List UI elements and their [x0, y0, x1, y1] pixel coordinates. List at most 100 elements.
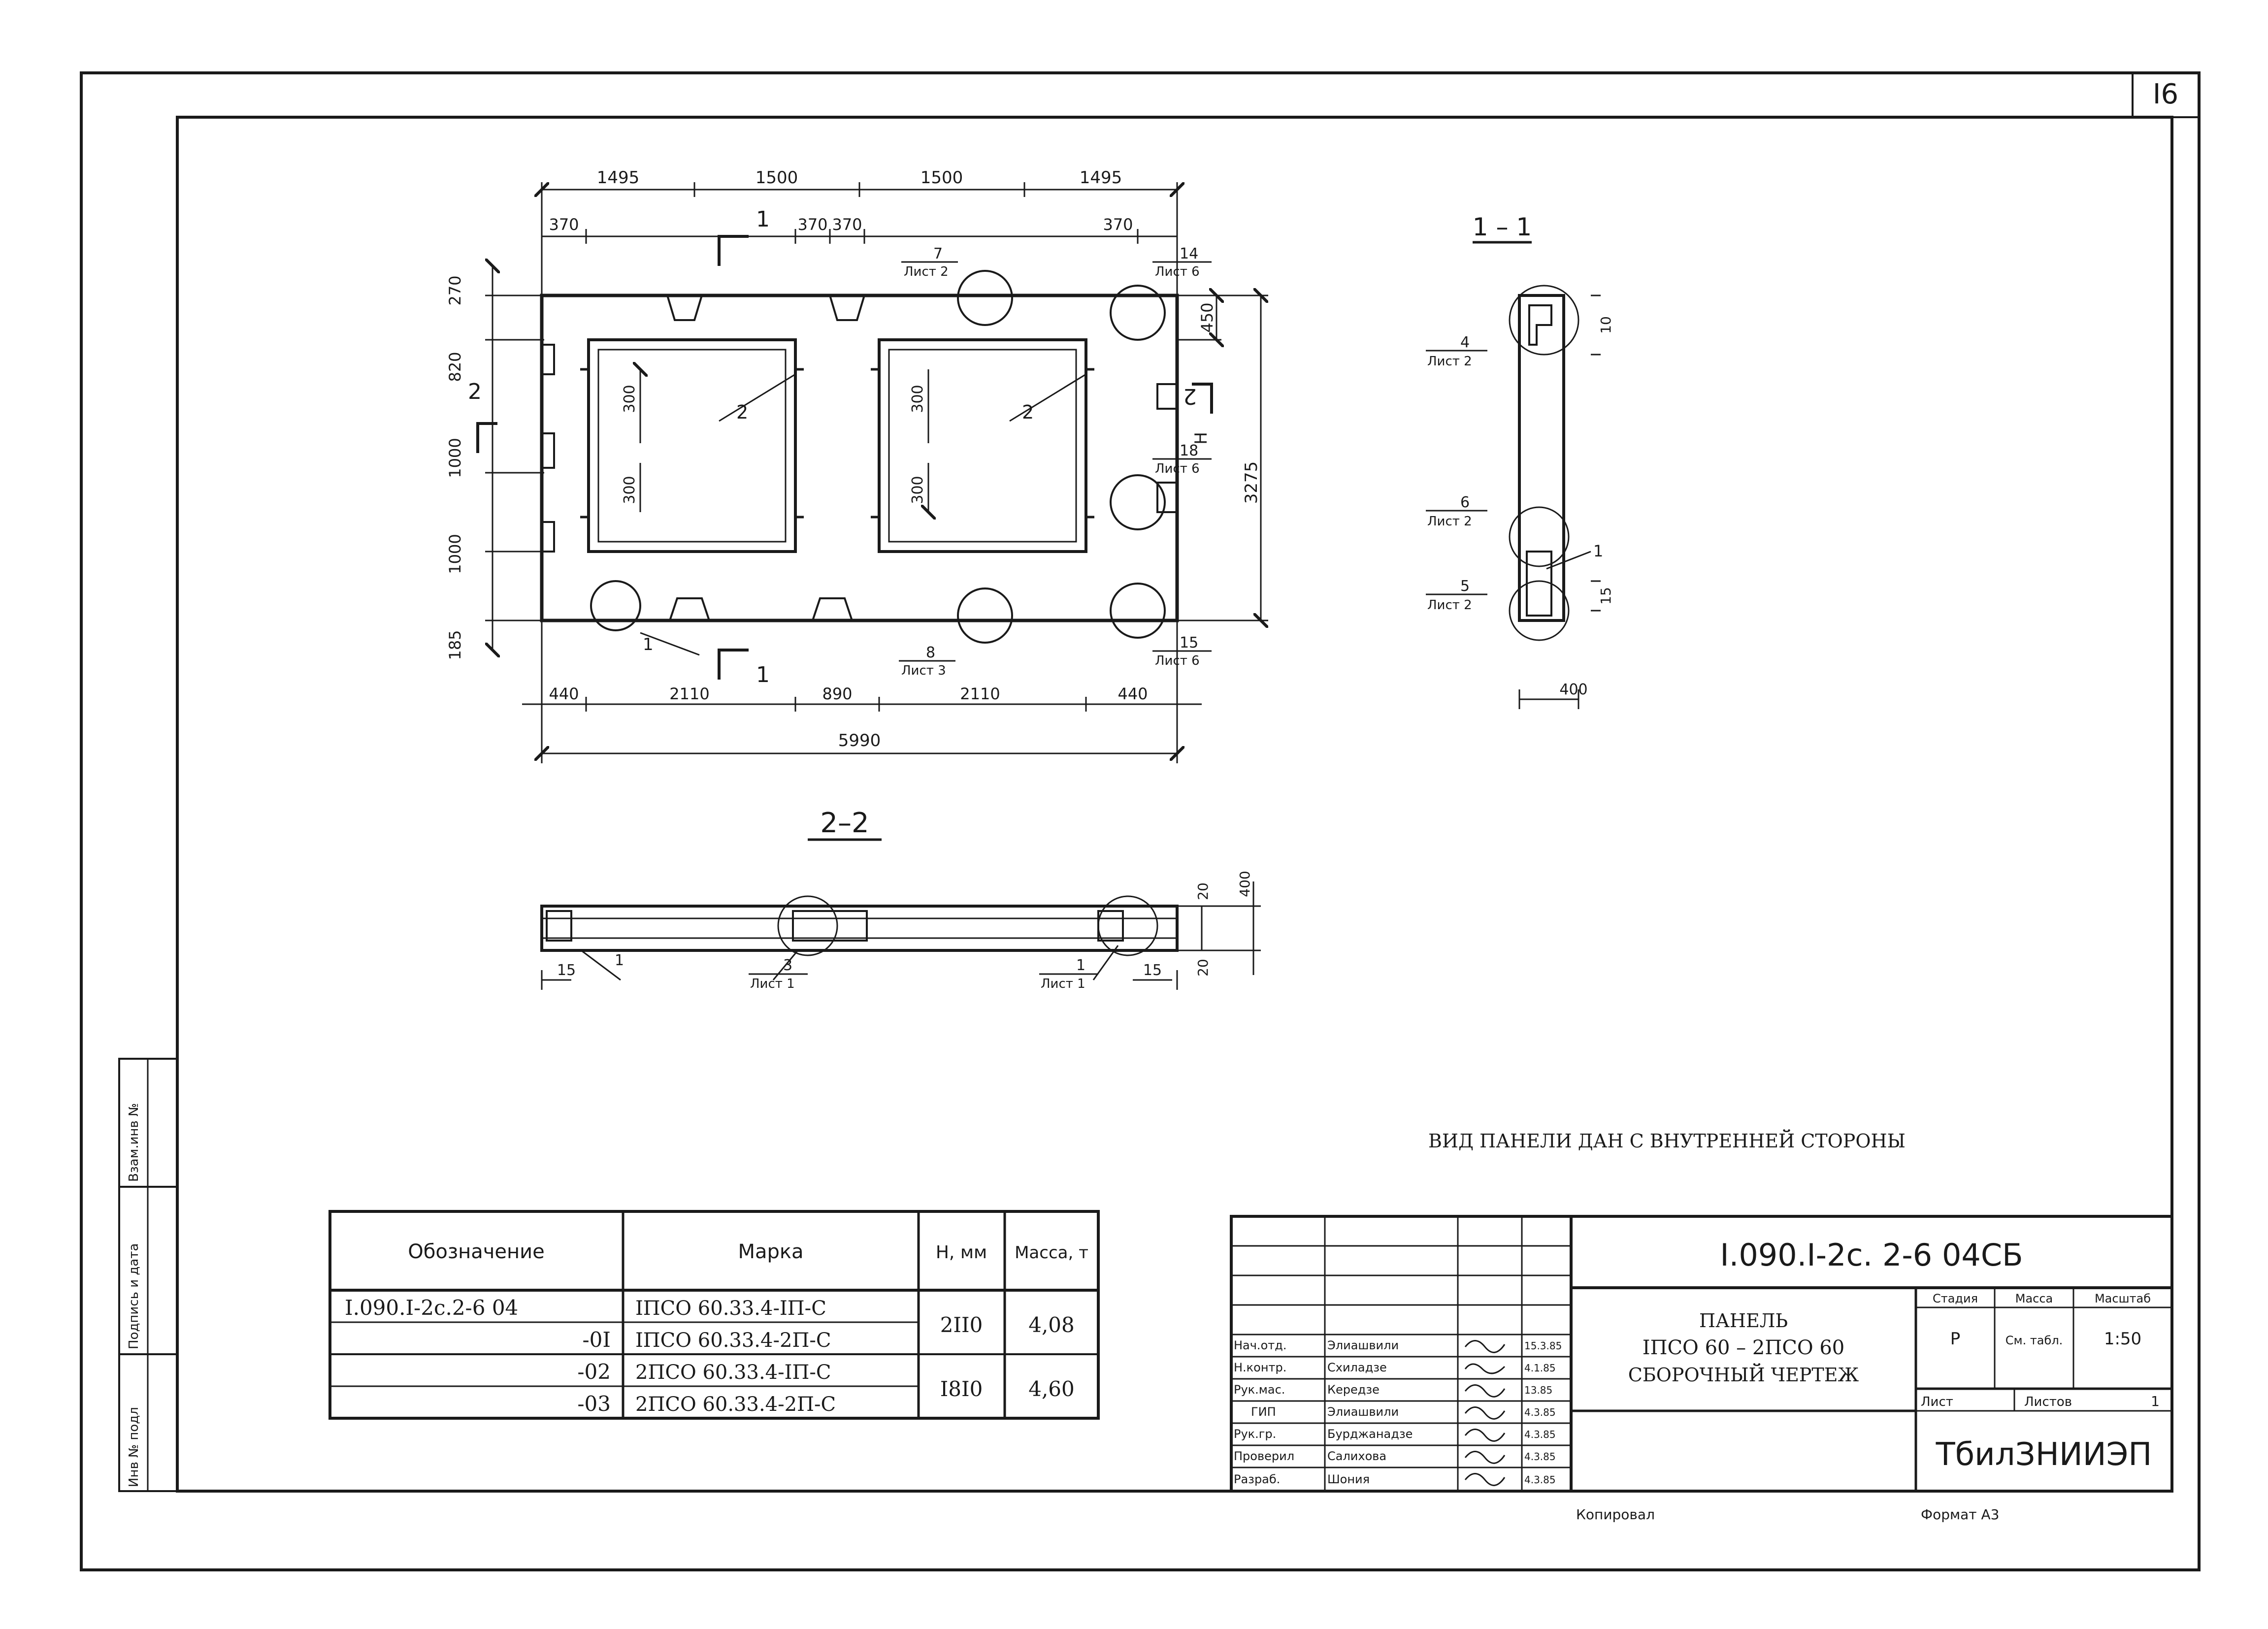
callout-sheet: Лист 3 [901, 663, 946, 678]
callout-number: 18 [1180, 442, 1198, 459]
dim-top-3: 1500 [920, 168, 963, 188]
section-mark-1-top: 1 [756, 207, 770, 232]
table-group-1-h: 2II0 [940, 1313, 983, 1337]
sheet-label: Лист [1921, 1395, 1953, 1409]
table-row-4-designation: -03 [577, 1392, 611, 1416]
callout-number: 4 [1460, 334, 1470, 351]
table-header-mass: Масса, т [1015, 1243, 1088, 1263]
dim-inner-4: 300 [909, 476, 926, 504]
table-header-designation: Обозначение [408, 1240, 545, 1263]
pos-label-3: 1 [643, 635, 654, 654]
callout-number: 15 [1180, 634, 1198, 652]
table-row-3-designation: -02 [577, 1360, 611, 1384]
section-mark-2-left: 2 [468, 379, 482, 404]
callout-sheet: Лист 1 [750, 977, 795, 991]
dim-sub-2: 370 [797, 215, 827, 234]
callout-sheet: Лист 6 [1155, 653, 1200, 668]
table-group-2-h: I8I0 [940, 1377, 983, 1401]
callout: 14 Лист 6 [1152, 245, 1212, 279]
sig-name-1: Элиашвили [1327, 1338, 1399, 1352]
sig-name-4: Элиашвили [1327, 1405, 1399, 1419]
section-2-2-dim-2: 15 [1143, 962, 1162, 979]
dim-left-4: 1000 [446, 534, 464, 574]
table-row-4-mark: 2ПСО 60.33.4-2П-С [635, 1393, 836, 1416]
section-1-1-title: 1 – 1 [1473, 213, 1532, 241]
sig-date-6: 4.3.85 [1524, 1451, 1556, 1463]
dim-top-2: 1500 [756, 168, 798, 188]
drawing-name-line-3: СБОРОЧНЫЙ ЧЕРТЕЖ [1628, 1364, 1859, 1386]
section-2-2-pos: 1 [615, 952, 624, 969]
dim-overall: 5990 [838, 731, 881, 750]
sig-name-6: Салихова [1327, 1449, 1386, 1463]
callout-sheet: Лист 2 [1427, 354, 1472, 369]
sig-role-7: Разраб. [1234, 1472, 1280, 1486]
sig-date-2: 4.1.85 [1524, 1362, 1556, 1374]
plan-dim-texts: 1495 1500 1500 1495 370 370 370 370 270 … [446, 168, 1261, 750]
sig-name-7: Шония [1327, 1472, 1370, 1486]
sig-role-6: Проверил [1234, 1449, 1294, 1463]
sheet-number: I6 [2153, 78, 2178, 110]
side-stamp-label-2: Подпись и дата [127, 1243, 141, 1349]
callout-sheet: Лист 1 [1041, 977, 1085, 991]
dim-inner-1: 300 [621, 385, 638, 413]
section-2-2-title: 2–2 [820, 807, 869, 839]
section-1-1-dim-3: 400 [1559, 681, 1587, 698]
scale-header: Масштаб [2095, 1292, 2151, 1305]
callout: 7 Лист 2 [901, 245, 958, 279]
sig-name-2: Схиладзе [1327, 1361, 1387, 1374]
section-mark-1-bottom: 1 [756, 662, 770, 687]
outer-frame [80, 71, 2201, 1571]
paper-format: Формат А3 [1921, 1506, 1999, 1523]
signature-scribbles [1464, 1340, 1506, 1486]
table-row-2-designation: -0I [582, 1328, 611, 1352]
callout-sheet: Лист 2 [904, 264, 949, 279]
dim-bottom-5: 440 [1118, 684, 1148, 703]
stage-value: Р [1950, 1329, 1961, 1349]
callout-number: 5 [1460, 578, 1470, 595]
table-header-mark: Марка [738, 1240, 803, 1263]
mass-header: Масса [2015, 1292, 2053, 1305]
copied-by: Копировал [1576, 1506, 1655, 1523]
dim-inner-2: 300 [621, 476, 638, 504]
sig-date-4: 4.3.85 [1524, 1406, 1556, 1418]
sig-date-3: 13.85 [1524, 1384, 1552, 1396]
signatures: Нач.отд. Элиашвили 15.3.85 Н.контр. Схил… [1234, 1338, 1562, 1486]
section-2-2-callouts: 3 Лист 1 1 Лист 1 [749, 957, 1098, 991]
table-row-1-mark: IПСО 60.33.4-IП-С [635, 1297, 826, 1320]
sig-role-1: Нач.отд. [1234, 1338, 1286, 1352]
dim-left-2: 820 [446, 352, 464, 382]
sheet-number-box [2132, 72, 2200, 118]
section-2-2-dim-4: 20 [1195, 959, 1211, 977]
stage-header: Стадия [1933, 1292, 1978, 1305]
inner-frame [176, 116, 2173, 1493]
dim-bottom-3: 890 [822, 684, 852, 703]
drawing-name-line-2: IПСО 60 – 2ПСО 60 [1643, 1336, 1844, 1359]
table-group-2-mass: 4,60 [1028, 1377, 1075, 1401]
callout-number: 7 [933, 245, 943, 262]
marks-table: Обозначение Марка Н, мм Масса, т I.090.I… [329, 1210, 1100, 1420]
dim-bottom-1: 440 [549, 684, 579, 703]
section-2-2-dim-5: 400 [1237, 871, 1253, 897]
title-block: I.090.I-2с. 2-6 04СБ ПАНЕЛЬ IПСО 60 – 2П… [1230, 1215, 2173, 1493]
dim-left-1: 270 [446, 275, 464, 305]
section-2-2: 2–2 3 Лист 1 1 Лист 1 15 15 20 20 400 1 [540, 807, 1261, 991]
plan-view [540, 270, 1179, 656]
section-1-1: 1 – 1 4 Лист 2 6 Лист 2 5 Лист 2 10 15 4… [1426, 213, 1614, 709]
side-stamp-label-1: Взам.инв № [127, 1103, 141, 1182]
organization: ТбилЗНИИЭП [1936, 1436, 2152, 1473]
table-row-3-mark: 2ПСО 60.33.4-IП-С [635, 1361, 831, 1384]
callout-sheet: Лист 2 [1427, 514, 1472, 529]
dim-right-1: 450 [1198, 302, 1216, 332]
table-row-1-designation: I.090.I-2с.2-6 04 [345, 1296, 518, 1320]
pos-label-2: 2 [1022, 401, 1034, 423]
dim-left-3: 1000 [446, 438, 464, 478]
dim-sub-4: 370 [1103, 215, 1133, 234]
dim-bottom-4: 2110 [960, 684, 1000, 703]
drawing-name-line-1: ПАНЕЛЬ [1699, 1310, 1788, 1332]
section-1-1-pos: 1 [1593, 542, 1603, 560]
callout-number: 8 [926, 644, 935, 661]
callout-number: 3 [783, 957, 792, 974]
dim-inner-3: 300 [909, 385, 926, 413]
plan-dimensions [476, 182, 1268, 763]
